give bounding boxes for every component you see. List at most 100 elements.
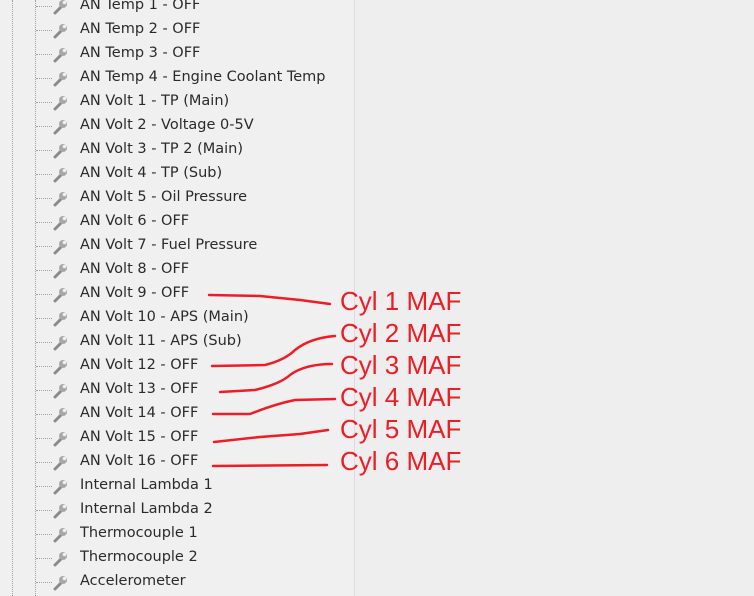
tree-connector	[36, 366, 52, 367]
tree-item-label: Internal Lambda 1	[80, 477, 213, 493]
tree-item-label: AN Volt 5 - Oil Pressure	[80, 189, 248, 205]
tree-connector	[36, 462, 52, 463]
tree-item-label: AN Volt 4 - TP (Sub)	[80, 165, 223, 181]
wrench-icon	[52, 551, 68, 567]
wrench-icon	[52, 167, 68, 183]
tree-item[interactable]: AN Volt 8 - OFF	[0, 259, 354, 283]
wrench-icon	[52, 287, 68, 303]
wrench-icon	[52, 359, 68, 375]
tree-item-label: AN Volt 14 - OFF	[80, 405, 199, 421]
tree-item[interactable]: AN Volt 6 - OFF	[0, 211, 354, 235]
tree-connector	[36, 174, 52, 175]
tree-connector	[36, 30, 52, 31]
annotation-label: Cyl 4 MAF	[340, 382, 462, 412]
wrench-icon	[52, 71, 68, 87]
tree-item-label: AN Volt 1 - TP (Main)	[80, 93, 230, 109]
tree-item[interactable]: AN Volt 12 - OFF	[0, 355, 354, 379]
tree-item[interactable]: AN Temp 1 - OFF	[0, 0, 354, 19]
tree-item[interactable]: AN Volt 1 - TP (Main)	[0, 91, 354, 115]
tree-connector	[36, 78, 52, 79]
tree-connector	[36, 54, 52, 55]
tree-item-label: AN Volt 10 - APS (Main)	[80, 309, 249, 325]
tree-connector	[36, 198, 52, 199]
tree-item-label: AN Volt 13 - OFF	[80, 381, 199, 397]
wrench-icon	[52, 335, 68, 351]
tree-item[interactable]: AN Temp 4 - Engine Coolant Temp	[0, 67, 354, 91]
tree-item-label: Internal Lambda 2	[80, 501, 213, 517]
tree-connector	[36, 246, 52, 247]
annotation-label: Cyl 5 MAF	[340, 414, 462, 444]
tree-item-label: AN Volt 8 - OFF	[80, 261, 190, 277]
tree-item-label: AN Volt 11 - APS (Sub)	[80, 333, 242, 349]
tree-item-label: Thermocouple 2	[80, 549, 198, 565]
tree-item-label: AN Volt 3 - TP 2 (Main)	[80, 141, 244, 157]
tree-connector	[36, 318, 52, 319]
tree-item-label: AN Volt 2 - Voltage 0-5V	[80, 117, 254, 133]
wrench-icon	[52, 0, 68, 15]
wrench-icon	[52, 119, 68, 135]
tree-item-label: AN Temp 1 - OFF	[80, 0, 201, 13]
tree-connector	[36, 6, 52, 7]
tree-item-label: Accelerometer	[80, 573, 186, 589]
wrench-icon	[52, 503, 68, 519]
tree-item[interactable]: AN Temp 3 - OFF	[0, 43, 354, 67]
wrench-icon	[52, 311, 68, 327]
tree-item-label: AN Volt 6 - OFF	[80, 213, 190, 229]
tree-connector	[36, 534, 52, 535]
tree-connector	[36, 486, 52, 487]
tree-connector	[36, 438, 52, 439]
tree-connector	[36, 582, 52, 583]
tree-guide-line	[12, 0, 13, 596]
wrench-icon	[52, 575, 68, 591]
tree-item-label: AN Temp 3 - OFF	[80, 45, 201, 61]
tree-item[interactable]: AN Volt 16 - OFF	[0, 451, 354, 475]
tree-item[interactable]: AN Volt 7 - Fuel Pressure	[0, 235, 354, 259]
tree-item-label: AN Volt 12 - OFF	[80, 357, 199, 373]
annotation-label: Cyl 6 MAF	[340, 446, 462, 476]
tree-item[interactable]: AN Volt 11 - APS (Sub)	[0, 331, 354, 355]
channel-tree: AN Temp 1 - OFF AN Temp 2 - OFF AN Temp 3 …	[0, 0, 355, 596]
wrench-icon	[52, 23, 68, 39]
tree-item[interactable]: AN Volt 4 - TP (Sub)	[0, 163, 354, 187]
tree-item[interactable]: AN Volt 5 - Oil Pressure	[0, 187, 354, 211]
tree-item[interactable]: AN Volt 2 - Voltage 0-5V	[0, 115, 354, 139]
annotation-label: Cyl 1 MAF	[340, 286, 462, 316]
tree-connector	[36, 126, 52, 127]
tree-connector	[36, 294, 52, 295]
tree-connector	[36, 222, 52, 223]
wrench-icon	[52, 527, 68, 543]
tree-item-label: Thermocouple 1	[80, 525, 198, 541]
tree-item[interactable]: AN Volt 10 - APS (Main)	[0, 307, 354, 331]
tree-item[interactable]: AN Volt 9 - OFF	[0, 283, 354, 307]
tree-item[interactable]: AN Volt 3 - TP 2 (Main)	[0, 139, 354, 163]
tree-item[interactable]: Internal Lambda 1	[0, 475, 354, 499]
wrench-icon	[52, 383, 68, 399]
tree-connector	[36, 510, 52, 511]
wrench-icon	[52, 431, 68, 447]
tree-item-label: AN Temp 2 - OFF	[80, 21, 201, 37]
wrench-icon	[52, 407, 68, 423]
tree-item[interactable]: Thermocouple 1	[0, 523, 354, 547]
tree-item[interactable]: Thermocouple 2	[0, 547, 354, 571]
tree-item-label: AN Temp 4 - Engine Coolant Temp	[80, 69, 326, 85]
tree-item-label: AN Volt 16 - OFF	[80, 453, 199, 469]
wrench-icon	[52, 143, 68, 159]
annotation-label: Cyl 3 MAF	[340, 350, 462, 380]
tree-item[interactable]: AN Volt 15 - OFF	[0, 427, 354, 451]
annotation-label: Cyl 2 MAF	[340, 318, 462, 348]
wrench-icon	[52, 263, 68, 279]
wrench-icon	[52, 47, 68, 63]
wrench-icon	[52, 95, 68, 111]
tree-connector	[36, 558, 52, 559]
tree-item[interactable]: AN Temp 2 - OFF	[0, 19, 354, 43]
wrench-icon	[52, 215, 68, 231]
tree-connector	[36, 390, 52, 391]
tree-connector	[36, 150, 52, 151]
tree-connector	[36, 342, 52, 343]
tree-item[interactable]: AN Volt 14 - OFF	[0, 403, 354, 427]
tree-item[interactable]: Internal Lambda 2	[0, 499, 354, 523]
wrench-icon	[52, 191, 68, 207]
tree-connector	[36, 270, 52, 271]
tree-item[interactable]: Accelerometer	[0, 571, 354, 595]
tree-item[interactable]: AN Volt 13 - OFF	[0, 379, 354, 403]
